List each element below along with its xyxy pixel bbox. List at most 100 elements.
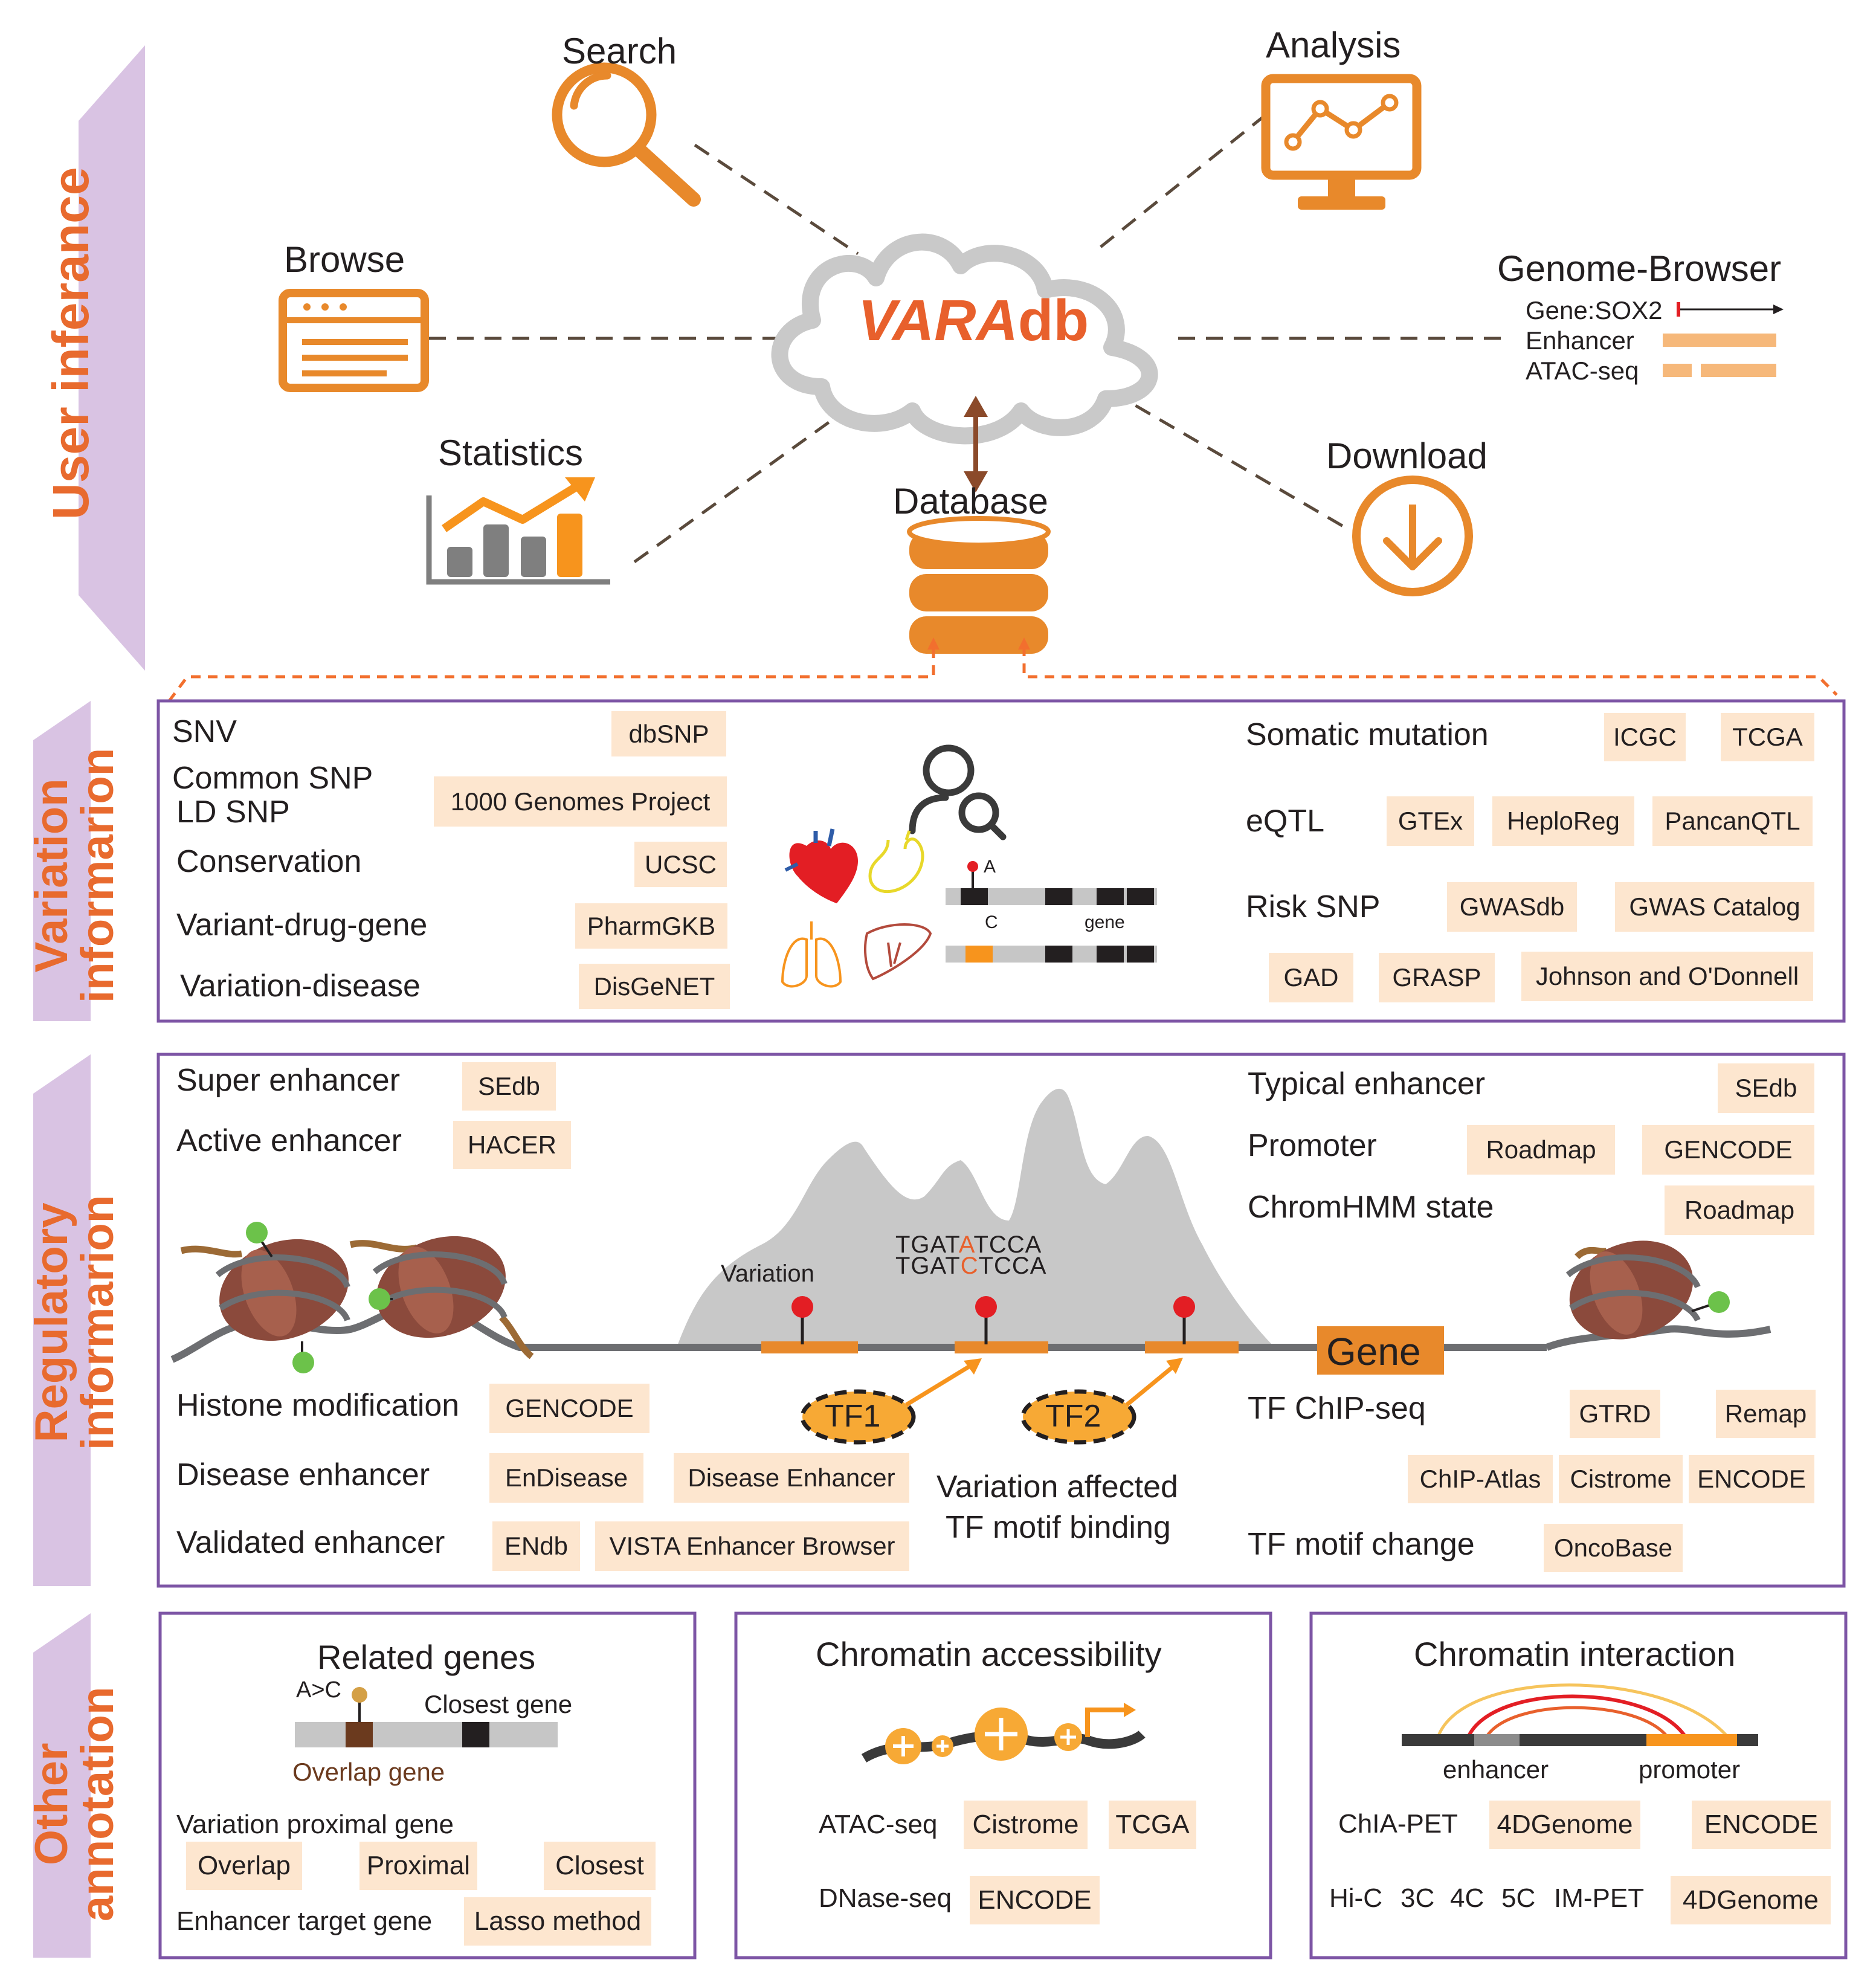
tag-gencode-histone[interactable]: GENCODE xyxy=(489,1384,650,1433)
tag-pharmgkb[interactable]: PharmGKB xyxy=(575,903,727,949)
tag-ucsc[interactable]: UCSC xyxy=(634,842,727,887)
label-im-pet: IM-PET xyxy=(1554,1883,1645,1913)
bar-chart-icon xyxy=(426,477,610,585)
tag-4dgenome-hic[interactable]: 4DGenome xyxy=(1671,1876,1831,1924)
cloud-icon xyxy=(771,233,1158,445)
download-label[interactable]: Download xyxy=(1326,436,1488,476)
tag-roadmap-promoter[interactable]: Roadmap xyxy=(1467,1125,1615,1175)
varadb-title-italic: VARA xyxy=(858,288,1018,353)
tag-remap[interactable]: Remap xyxy=(1716,1390,1816,1438)
tag-disgenet[interactable]: DisGeNET xyxy=(579,964,730,1009)
tag-disease-enhancer[interactable]: Disease Enhancer xyxy=(674,1453,909,1503)
varadb-title: VARAdb xyxy=(858,292,1089,350)
browse-label[interactable]: Browse xyxy=(284,239,405,280)
tag-vista[interactable]: VISTA Enhancer Browser xyxy=(595,1521,909,1571)
tag-dbsnp[interactable]: dbSNP xyxy=(611,711,726,756)
user-search-icon xyxy=(909,744,1007,840)
connectors xyxy=(429,114,1504,564)
tag-gencode-promoter[interactable]: GENCODE xyxy=(1642,1125,1814,1175)
database-icon xyxy=(907,516,1051,654)
tag-cistrome-acc[interactable]: Cistrome xyxy=(964,1801,1088,1849)
regulatory-box xyxy=(156,1053,1846,1588)
tag-gtex[interactable]: GTEx xyxy=(1387,796,1474,846)
tag-lasso[interactable]: Lasso method xyxy=(464,1897,651,1946)
variation-markers xyxy=(791,1296,1195,1344)
database-arrow xyxy=(964,396,988,492)
tag-encode-reg[interactable]: ENCODE xyxy=(1689,1455,1814,1503)
label-histone: Histone modification xyxy=(176,1388,460,1423)
label-variation-disease: Variation-disease xyxy=(180,969,421,1004)
tag-haploreg[interactable]: HeploReg xyxy=(1492,796,1634,846)
tag-tcga-acc[interactable]: TCGA xyxy=(1109,1801,1196,1849)
label-chia-pet: ChIA-PET xyxy=(1338,1809,1459,1839)
tag-gad[interactable]: GAD xyxy=(1269,953,1353,1002)
variation-box xyxy=(156,699,1846,1023)
section-label-other: Other annotation xyxy=(26,1686,123,1921)
label-tf-motif-binding: TF motif binding xyxy=(946,1510,1171,1545)
related-genes-title: Related genes xyxy=(317,1638,536,1676)
tag-icgc[interactable]: ICGC xyxy=(1604,713,1686,761)
accessibility-title: Chromatin accessibility xyxy=(816,1635,1162,1673)
genome-browser-label[interactable]: Genome-Browser xyxy=(1497,248,1782,289)
label-4c: 4C xyxy=(1450,1883,1484,1913)
variation-label: Variation xyxy=(721,1260,814,1287)
tag-gtrd[interactable]: GTRD xyxy=(1570,1390,1660,1438)
tag-oncobase[interactable]: OncoBase xyxy=(1544,1524,1683,1572)
label-active-enhancer: Active enhancer xyxy=(176,1123,402,1158)
statistics-label[interactable]: Statistics xyxy=(438,433,584,473)
tag-encode-acc[interactable]: ENCODE xyxy=(970,1876,1100,1924)
tag-hacer[interactable]: HACER xyxy=(453,1121,571,1169)
side-bg-user xyxy=(79,45,145,671)
stomach-icon xyxy=(868,830,924,894)
promoter-label: promoter xyxy=(1639,1755,1741,1784)
tag-endb[interactable]: ENdb xyxy=(492,1521,580,1571)
search-label[interactable]: Search xyxy=(562,31,677,71)
tag-grasp[interactable]: GRASP xyxy=(1379,953,1495,1002)
download-icon xyxy=(1352,476,1473,596)
ac-label: A>C xyxy=(296,1677,341,1703)
label-disease-enhancer: Disease enhancer xyxy=(176,1457,430,1492)
tag-1000-genomes[interactable]: 1000 Genomes Project xyxy=(434,776,727,827)
sequence-alternate: TGATCTCCA xyxy=(895,1254,1046,1278)
tag-tcga-variation[interactable]: TCGA xyxy=(1721,713,1814,761)
label-variation-proximal: Variation proximal gene xyxy=(176,1810,454,1839)
interaction-schematic xyxy=(1402,1683,1758,1746)
tag-gwas-catalog[interactable]: GWAS Catalog xyxy=(1615,882,1814,932)
analysis-label[interactable]: Analysis xyxy=(1266,25,1401,65)
database-label[interactable]: Database xyxy=(893,481,1048,521)
tag-4dgenome-chia[interactable]: 4DGenome xyxy=(1489,1801,1640,1849)
tag-chip-atlas[interactable]: ChIP-Atlas xyxy=(1408,1455,1553,1503)
tag-sedb-typical[interactable]: SEdb xyxy=(1718,1063,1814,1113)
side-bg-variation xyxy=(33,701,91,1021)
label-3c: 3C xyxy=(1401,1883,1435,1913)
label-tf-chip-seq: TF ChIP-seq xyxy=(1248,1391,1426,1426)
tag-endisease[interactable]: EnDisease xyxy=(489,1453,643,1503)
related-genes-box xyxy=(158,1611,697,1959)
tag-roadmap-chromhmm[interactable]: Roadmap xyxy=(1665,1185,1814,1235)
tag-overlap[interactable]: Overlap xyxy=(186,1842,302,1890)
tf2-label: TF2 xyxy=(1045,1399,1101,1434)
tag-pancanqtl[interactable]: PancanQTL xyxy=(1652,796,1813,846)
label-enhancer-target: Enhancer target gene xyxy=(176,1906,433,1936)
sequence-ref-right: TCCA xyxy=(973,1231,1042,1258)
label-eqtl: eQTL xyxy=(1246,804,1325,839)
tag-proximal[interactable]: Proximal xyxy=(359,1842,477,1890)
side-bg-regulatory xyxy=(33,1054,91,1586)
genome-tracks xyxy=(1663,302,1784,377)
label-5c: 5C xyxy=(1501,1883,1536,1913)
tag-encode-int[interactable]: ENCODE xyxy=(1692,1801,1831,1849)
tag-closest[interactable]: Closest xyxy=(544,1842,656,1890)
label-variation-affected: Variation affected xyxy=(936,1469,1178,1505)
label-snv: SNV xyxy=(172,714,237,749)
enhancer-label: enhancer xyxy=(1443,1755,1549,1784)
tag-cistrome-reg[interactable]: Cistrome xyxy=(1559,1455,1683,1503)
tag-gwasdb[interactable]: GWASdb xyxy=(1447,882,1577,932)
tag-johnson[interactable]: Johnson and O'Donnell xyxy=(1521,952,1813,1001)
tf1-label: TF1 xyxy=(825,1399,881,1434)
sequence-alt-base: C xyxy=(960,1253,979,1279)
label-atac-seq: ATAC-seq xyxy=(819,1810,938,1839)
tag-sedb-super[interactable]: SEdb xyxy=(462,1062,556,1111)
sequence-reference: TGATATCCA xyxy=(895,1233,1042,1257)
database-bracket xyxy=(168,647,1838,702)
